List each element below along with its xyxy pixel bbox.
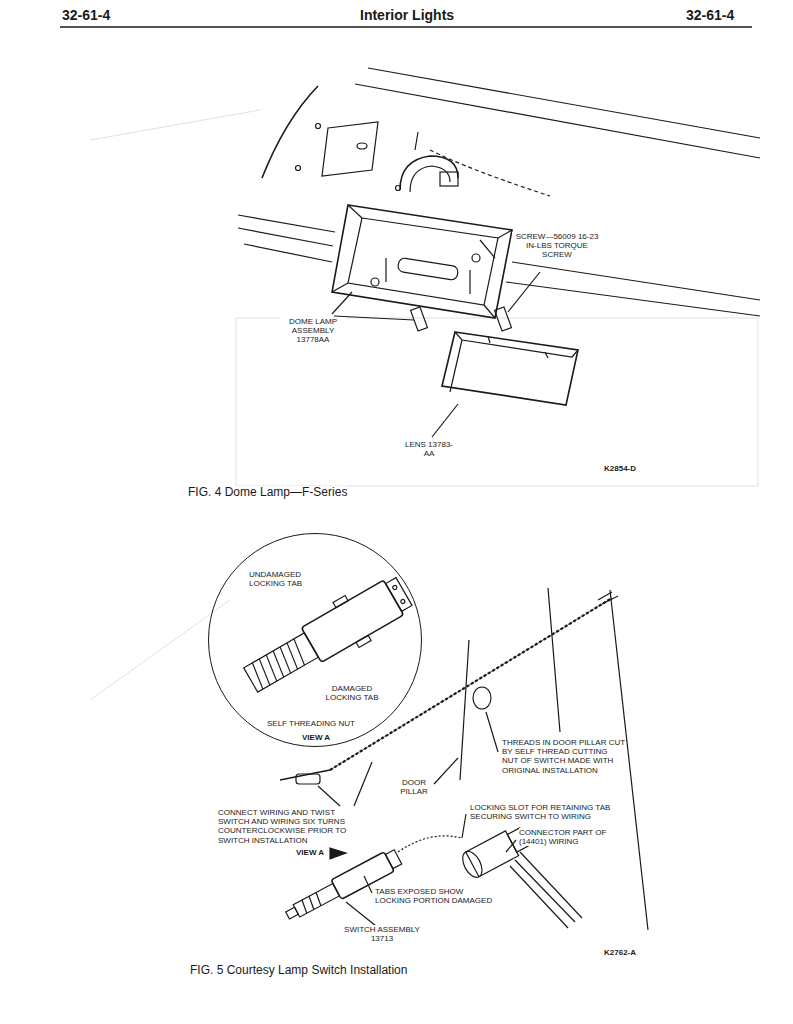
figure-code: K2762-A [604,948,636,957]
page-title: Interior Lights [360,7,454,23]
leader-line [462,814,466,838]
figure-caption: FIG. 5 Courtesy Lamp Switch Installation [190,964,407,978]
page-number: 32-61-4 [686,7,734,23]
callout-label: TABS EXPOSED SHOW LOCKING PORTION DAMAGE… [375,887,499,905]
switch-figure [238,569,648,930]
callout-label: SCREW—56009 16-23 IN-LBS TORQUE SCREW [512,232,602,260]
callout-label: DOOR PILLAR [396,778,432,796]
note-text: CONNECT WIRING AND TWIST SWITCH AND WIRI… [218,808,358,845]
page-number: 32-61-4 [62,7,110,23]
leader-line [334,316,414,320]
callout-label: CONNECTOR PART OF (14401) WIRING [519,828,623,846]
callout-label: UNDAMAGED LOCKING TAB [249,570,315,588]
header-rule [60,26,752,27]
detail-circle: UNDAMAGED LOCKING TAB DAMAGED LOCKING TAB… [208,533,422,747]
leader-line [434,758,458,784]
leader-line [364,876,372,893]
faint-background [90,110,758,700]
callout-label: LENS 13783-AA [400,440,458,458]
leader-line [346,902,376,926]
leader-line [318,786,340,806]
leader-line [506,840,516,852]
callout-label: LOCKING SLOT FOR RETAINING TAB SECURING … [470,803,622,821]
callout-label: THREADS IN DOOR PILLAR CUT BY SELF THREA… [502,738,626,775]
callout-label: SELF THREADING NUT [267,719,355,728]
figure-caption: FIG. 4 Dome Lamp—F-Series [188,486,347,500]
leader-line [508,272,540,312]
view-label: VIEW A [296,848,324,857]
leader-line [332,292,352,314]
view-label: VIEW A [302,733,330,742]
leader-line [486,712,498,752]
figure-code: K2854-D [604,464,636,473]
leader-line [432,404,458,437]
leader-line [354,762,372,806]
callout-label: DAMAGED LOCKING TAB [321,684,383,702]
callout-label: SWITCH ASSEMBLY 13713 [340,925,424,943]
dome-lamp-figure [238,68,760,437]
callout-label: DOME LAMP ASSEMBLY 13778AA [280,317,346,345]
view-arrow [330,848,346,859]
